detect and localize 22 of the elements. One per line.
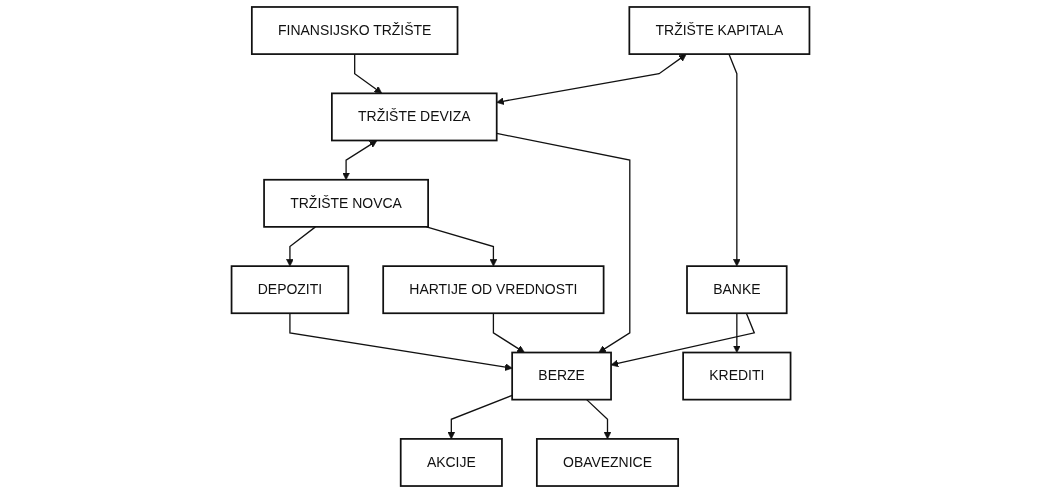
arrow [354, 53, 383, 94]
node-box: BERZE [511, 351, 612, 401]
arrow [496, 132, 631, 353]
arrow [733, 312, 741, 353]
arrow [586, 399, 612, 440]
node-box: DEPOZITI [230, 265, 350, 315]
node-box: TRŽIŠTE DEVIZA [331, 92, 498, 142]
arrow [342, 140, 378, 181]
node-box: OBAVEZNICE [535, 438, 680, 487]
node-box: TRŽIŠTE NOVCA [263, 178, 429, 228]
arrow [728, 53, 741, 267]
arrow [286, 226, 317, 267]
arrow [447, 394, 513, 440]
node-box: HARTIJE OD VREDNOSTI [382, 265, 605, 315]
arrow [289, 312, 513, 371]
node-box: TRŽIŠTE KAPITALA [628, 6, 811, 55]
arrow [496, 53, 687, 105]
node-box: FINANSIJSKO TRŽIŠTE [250, 6, 459, 55]
node-box: AKCIJE [399, 438, 503, 487]
arrow [492, 312, 525, 353]
node-box: KREDITI [682, 351, 792, 401]
node-box: BANKE [686, 265, 788, 315]
